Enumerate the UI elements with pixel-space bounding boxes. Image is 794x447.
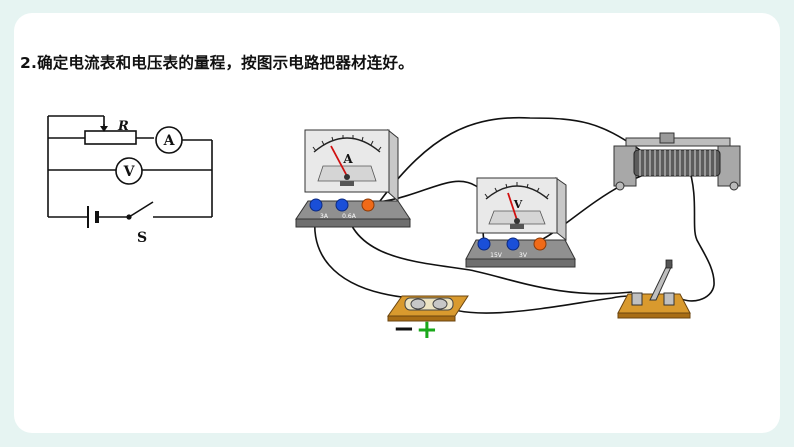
- wire-battery-to-switch: [436, 295, 633, 314]
- voltmeter-terminal-negative: [533, 237, 547, 251]
- connecting-wires: [314, 116, 715, 314]
- battery-holder: [387, 295, 469, 322]
- voltmeter-terminal-3v-label: 3V: [519, 252, 528, 259]
- schematic-ammeter-symbol: A: [163, 133, 176, 149]
- voltmeter-needle: [507, 192, 518, 221]
- voltmeter-terminal-3v: [506, 237, 520, 251]
- voltmeter-terminal-15v: [477, 237, 491, 251]
- wire-ammeter-to-rheostat: [379, 116, 641, 202]
- circuit-schematic: [47, 115, 213, 228]
- ammeter-needle: [330, 145, 348, 177]
- schematic-resistor-label: R: [117, 119, 129, 134]
- schematic-switch-blade: [128, 201, 154, 218]
- ammeter-face-letter: A: [342, 152, 353, 166]
- schematic-voltmeter: [115, 157, 143, 185]
- ammeter-terminal-3a-label: 3A: [320, 213, 329, 220]
- ammeter-terminal-06a: [335, 198, 349, 212]
- rheostat-device: [613, 132, 741, 191]
- battery-positive-sign: +: [416, 315, 438, 345]
- step-heading: 2.确定电流表和电压表的量程，按图示电路把器材连好。: [20, 54, 414, 72]
- battery-negative-sign: −: [393, 314, 415, 344]
- ammeter-terminal-negative: [361, 198, 375, 212]
- ammeter-terminal-06a-label: 0.6A: [342, 213, 357, 220]
- ammeter-device: [295, 128, 411, 228]
- wire-ammeter-to-switch: [344, 202, 633, 295]
- ammeter-terminal-3a: [309, 198, 323, 212]
- voltmeter-device: [465, 177, 576, 268]
- voltmeter-terminal-15v-label: 15V: [490, 252, 503, 259]
- wire-voltmeter-to-rheostat-switch: [515, 164, 715, 302]
- schematic-voltmeter-symbol: V: [123, 164, 136, 180]
- rheostat-slider: [659, 132, 675, 144]
- voltmeter-face-letter: V: [513, 198, 523, 211]
- knife-switch: [617, 259, 691, 319]
- schematic-switch-label: S: [137, 230, 147, 246]
